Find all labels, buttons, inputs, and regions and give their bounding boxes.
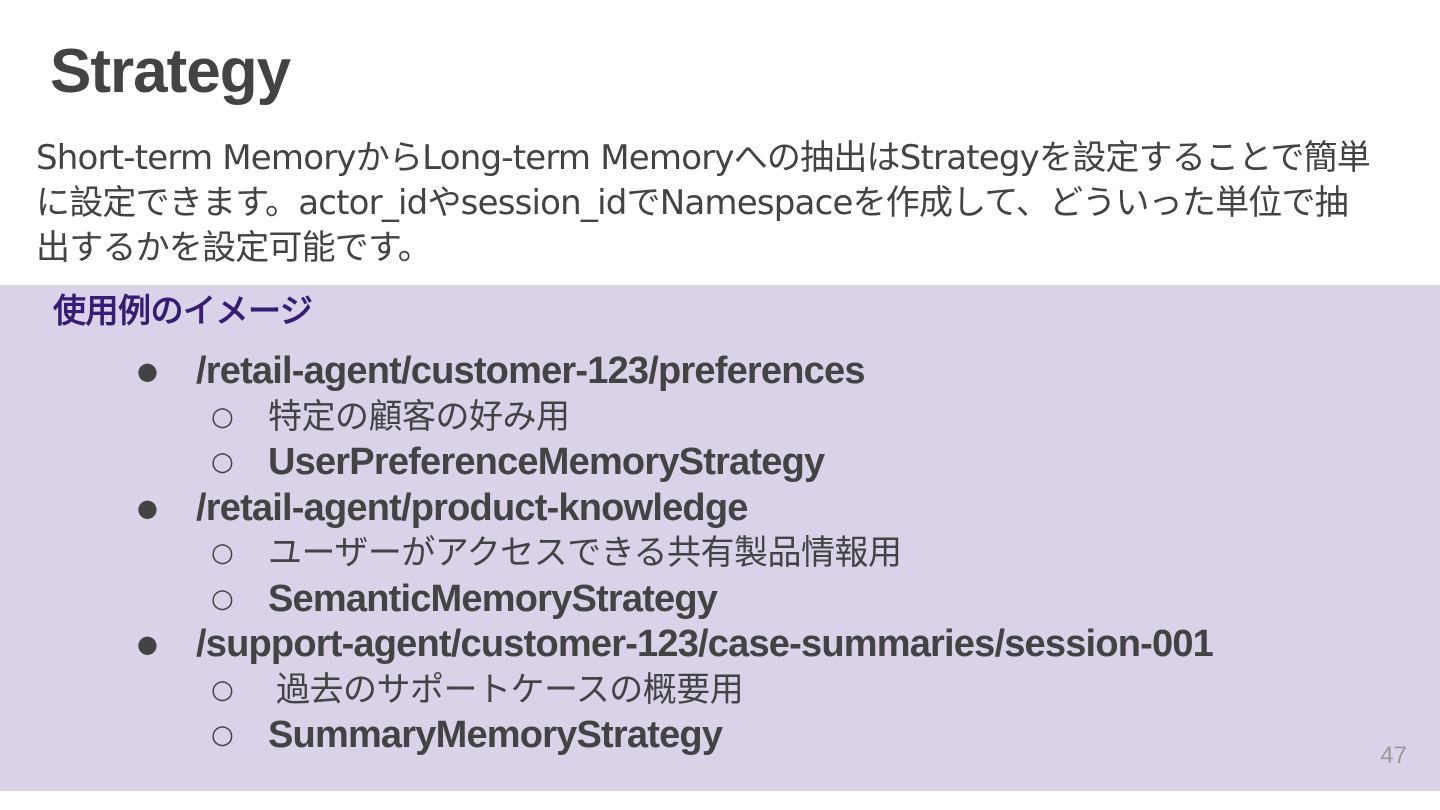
namespace-description: 過去のサポートケースの概要用 (276, 669, 744, 710)
namespace-example-item: ● /retail-agent/customer-123/preferences… (0, 349, 1440, 486)
namespace-example-item: ● /support-agent/customer-123/case-summa… (0, 622, 1440, 759)
sub-bullet-icon: ○ (211, 538, 234, 568)
example-heading: 使用例のイメージ (53, 291, 313, 330)
strategy-name: SemanticMemoryStrategy (268, 577, 718, 620)
bullet-icon: ● (137, 630, 158, 658)
namespace-example-list: ● /retail-agent/customer-123/preferences… (0, 349, 1440, 759)
bullet-icon: ● (137, 493, 158, 522)
sub-bullet-icon: ○ (211, 401, 234, 432)
page-number: 47 (1380, 742, 1407, 769)
example-panel (0, 285, 1440, 791)
intro-paragraph: Short-term MemoryからLong-term Memoryへの抽出は… (36, 138, 1371, 268)
namespace-path: /support-agent/customer-123/case-summari… (196, 623, 1214, 665)
sub-bullet-icon: ○ (211, 583, 234, 614)
namespace-example-item: ● /retail-agent/product-knowledge ○ ユーザー… (0, 486, 1440, 623)
sub-bullet-icon: ○ (211, 674, 234, 705)
namespace-path: /retail-agent/product-knowledge (196, 486, 748, 529)
bullet-icon: ● (137, 357, 158, 385)
strategy-name: UserPreferenceMemoryStrategy (268, 441, 825, 483)
sub-bullet-icon: ○ (211, 447, 234, 477)
strategy-name: SummaryMemoryStrategy (268, 714, 723, 756)
namespace-path: /retail-agent/customer-123/preferences (196, 350, 865, 392)
slide-title: Strategy (50, 37, 291, 106)
namespace-description: 特定の顧客の好み用 (268, 396, 570, 437)
namespace-description: ユーザーがアクセスできる共有製品情報用 (268, 533, 902, 573)
sub-bullet-icon: ○ (211, 720, 234, 750)
